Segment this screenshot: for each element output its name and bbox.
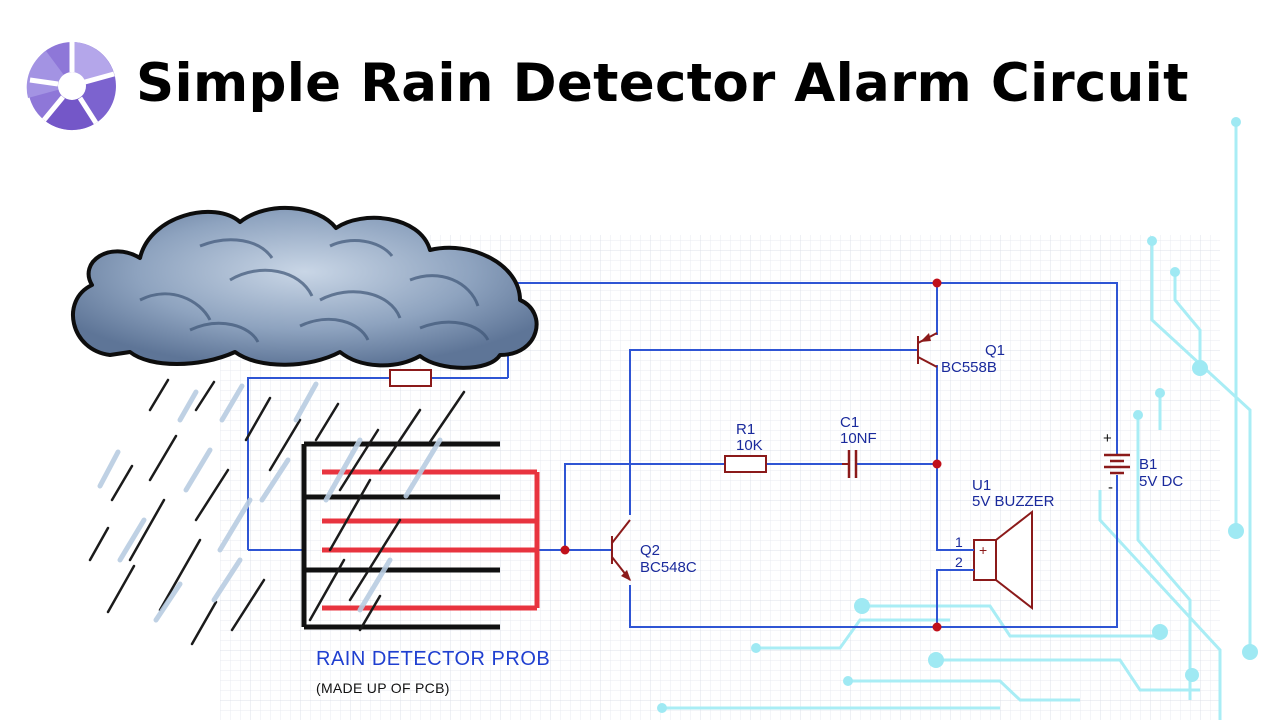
b1-minus: - [1108,479,1113,496]
q2-part: BC548C [640,559,697,576]
probe-subtitle: (MADE UP OF PCB) [316,680,450,696]
u1-pin2: 2 [955,554,963,570]
u1-plus: + [979,542,987,558]
capacitor-c1: C1 10NF [840,414,877,478]
header: Simple Rain Detector Alarm Circuit [0,0,1280,180]
c1-value: 10NF [840,430,877,447]
buzzer-u1: 1 2 + U1 5V BUZZER [955,477,1055,611]
junction-dots [560,278,942,632]
cloud-icon [71,205,539,370]
resistor-r1: R1 10K [724,421,767,473]
decorative-traces [662,122,1252,720]
probe-resistor [389,369,432,387]
logo-icon [26,42,116,131]
transistor-q1: Q1 BC558B [917,332,1005,376]
c1-ref: C1 [840,414,859,431]
page-title: Simple Rain Detector Alarm Circuit [136,53,1189,114]
transistor-q2: Q2 BC548C [611,519,697,581]
q1-part: BC558B [941,359,997,376]
r1-ref: R1 [736,421,755,438]
b1-value: 5V DC [1139,473,1183,490]
q1-ref: Q1 [985,342,1005,359]
r1-value: 10K [736,437,763,454]
u1-pin1: 1 [955,534,963,550]
probe-title: RAIN DETECTOR PROB [316,648,550,670]
b1-ref: B1 [1139,456,1157,473]
q2-ref: Q2 [640,542,660,559]
battery-b1: + - B1 5V DC [1103,430,1183,496]
rain-probe [301,441,540,630]
decorative-trace-nodes [657,117,1258,713]
u1-ref: U1 [972,477,991,494]
rain-icon [88,378,466,646]
b1-plus: + [1103,430,1112,447]
u1-part: 5V BUZZER [972,493,1055,510]
